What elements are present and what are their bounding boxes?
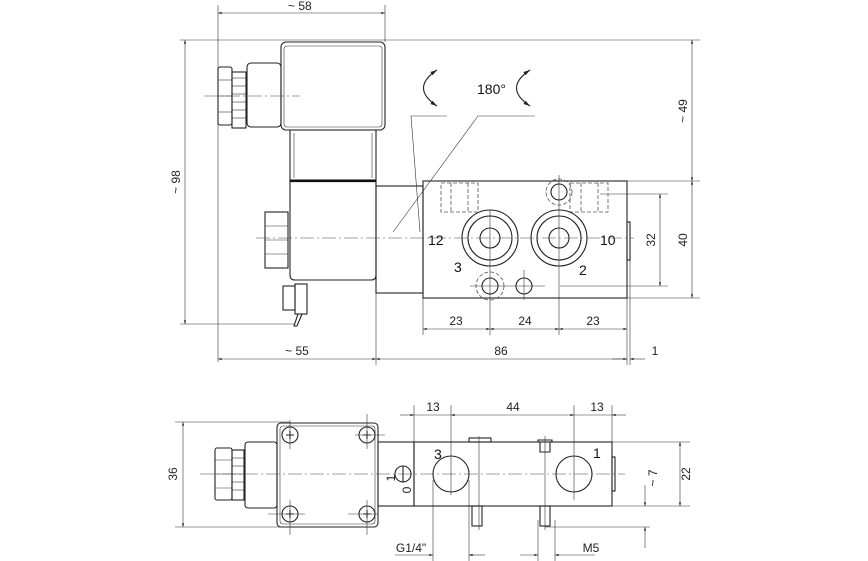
bottom-view: 1 0 3 1 36 13 44 13 22 ~ 7 G1/4" M5: [166, 400, 693, 561]
rotation-leaders: [392, 115, 535, 233]
dim-port-spacing: 32: [644, 233, 658, 247]
dim-24: 24: [518, 314, 532, 328]
dim-coil-width: ~ 58: [288, 0, 312, 13]
port-label-10: 10: [600, 232, 616, 248]
dim-pin-length: ~ 7: [646, 469, 660, 486]
dim-thread-pilot: M5: [583, 541, 600, 555]
lever-label-off: 0: [400, 486, 414, 493]
dimension-lines-bottom: [181, 413, 682, 557]
dim-thread-main: G1/4": [396, 541, 426, 555]
dim-coil-length: ~ 55: [285, 344, 309, 358]
dim-tab: 1: [652, 344, 659, 358]
valve-body-bottom: [377, 436, 616, 530]
dim-height-bottom: 36: [166, 467, 180, 481]
rotate-arrow-icon: [422, 69, 531, 107]
lever-label-on: 1: [384, 474, 398, 481]
manual-override-lever: 1 0: [384, 465, 414, 493]
extension-lines-bottom: [175, 405, 690, 561]
rotation-label: 180°: [477, 81, 506, 97]
dim-13-right: 13: [590, 400, 604, 414]
screw-icon: [281, 426, 376, 523]
dim-23-left: 23: [449, 314, 463, 328]
port-label-1-bottom: 1: [593, 445, 601, 461]
valve-body: [422, 178, 631, 301]
dim-total-height: ~ 98: [169, 170, 183, 194]
dim-block-height-bottom: 22: [679, 467, 693, 481]
port-label-2: 2: [579, 262, 587, 278]
armature-tube: [375, 185, 424, 294]
dim-13-left: 13: [426, 400, 440, 414]
dim-44: 44: [506, 400, 520, 414]
port-label-12: 12: [428, 232, 444, 248]
top-view: 180° 12 10 3 2 ~ 58 ~ 98 ~ 49 40 32 23 2…: [169, 0, 700, 365]
coil-housing: [214, 414, 385, 535]
dimension-lines: [183, 11, 694, 361]
dim-23-right: 23: [586, 314, 600, 328]
port-label-3: 3: [454, 259, 462, 275]
solenoid-coil: [204, 41, 386, 327]
port-label-3-bottom: 3: [434, 446, 442, 462]
dim-coil-height: ~ 49: [676, 99, 690, 123]
dim-block-height: 40: [676, 233, 690, 247]
extension-lines: [180, 5, 700, 365]
dim-block-length: 86: [494, 344, 508, 358]
